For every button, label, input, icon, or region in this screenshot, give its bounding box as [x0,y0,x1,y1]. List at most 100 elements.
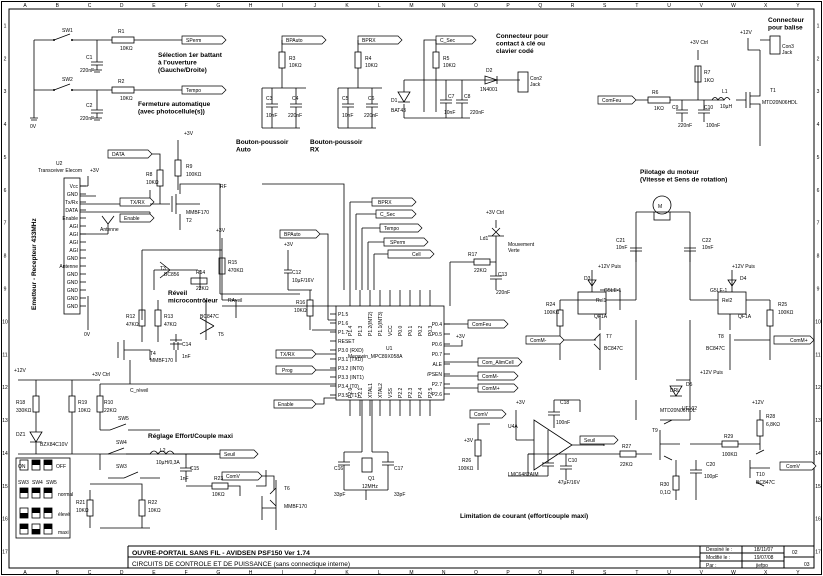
r24-value: 100KΩ [544,310,560,316]
u2-pin-label: Enable [62,216,78,222]
u2-pin-label: AGI [69,224,78,230]
u1-pin-label: P2.3 [408,387,414,398]
grid-col-bottom-O: O [474,570,478,576]
u1-pin-label: VSS [388,387,394,398]
net-txrx-mcu: TX/RX [280,352,295,358]
net-3v-ctrl-left: +3V Ctrl [92,372,110,378]
r4-value: 10KΩ [365,63,378,69]
grid-row-left-11: 11 [2,352,7,358]
net-tempo: Tempo [186,88,201,94]
t1-label: T1 [770,88,776,94]
net-antenne: Antenne [100,227,119,233]
grid-row-right-17: 17 [815,550,821,556]
r1-value: 10KΩ [120,46,133,52]
c2-value: 220nF [80,116,94,122]
u1-pin-label: ALE [433,362,443,368]
t10-value: BC847C [756,480,775,486]
grid-col-top-U: U [667,3,671,9]
net-12v-r28: +12V [752,400,764,406]
u2-body [63,177,81,315]
r30-value: 0,1Ω [660,490,671,496]
net-comm-minus: ComM- [530,338,547,344]
q1-value: 12MHz [362,484,378,490]
net-enable: Enable [124,216,140,222]
r16-value: 10KΩ [294,308,307,314]
r8-value: 10KΩ [146,180,159,186]
t5-label: T5 [218,332,224,338]
t8-label: T8 [718,334,724,340]
u1-pin-label: P0.6 [432,342,443,348]
drawn-date: 18/11/07 [754,547,773,553]
net-12v-puis-l: +12V Puis [598,264,621,270]
net-bpauto-mcu: BPAuto [284,232,301,238]
effort-block: +12V +3V Ctrl R18 330KΩ R19 10KΩ DZ1 BZX… [14,368,307,530]
u2-pin-label: GND [67,296,79,302]
current-limit-block: +3V +3V U4A LMC6482AIM C18 100nF R26 100… [458,399,652,486]
grid-col-top-S: S [603,3,607,9]
net-3v-r15: +3V [216,228,226,234]
u1-label: U1 [386,346,393,352]
grid-col-top-C: C [88,3,92,9]
dz1-value: BZX84C10V [40,442,68,448]
grid-col-bottom-J: J [314,570,317,576]
r15-value: 470KΩ [228,268,244,274]
net-seuil-right: Seuil [584,438,595,444]
l2-label: L2 [160,448,166,454]
grid-row-right-3: 3 [817,89,820,95]
r5-value: 10KΩ [443,63,456,69]
net-3v-u1: +3V [456,334,466,340]
grid-row-left-8: 8 [4,254,7,260]
net-enable-mcu: Enable [278,402,294,408]
net-comfeu-top: ComFeu [602,98,621,104]
grid-col-bottom-V: V [700,570,704,576]
grid-row-left-16: 16 [2,517,8,523]
grid-row-right-15: 15 [815,484,821,490]
r12-label: R12 [126,314,135,320]
d2-label: D2 [486,68,493,74]
u1-pin-label: P3.0 (RXD) [338,348,364,354]
u1-pin-label: VCC [388,325,394,336]
grid-row-left-10: 10 [2,319,8,325]
u2-pin-label: DATA [65,208,78,214]
u1-pin-label: P0.4 [432,322,443,328]
beacon-block: +3V Ctrl +12V R6 1KΩ R7 1KΩ C9 220nF C10… [597,30,798,146]
net-bprx: BPRX [362,38,376,44]
net-12v-left: +12V [14,368,26,374]
u1-pin-label: P2.1 [358,387,364,398]
rel2-value: G5LE-1 [710,288,727,294]
grid-col-top-J: J [314,3,317,9]
r1-label: R1 [118,29,125,35]
t8-value: BC847C [706,346,725,352]
t2-label: T2 [186,218,192,224]
grid-row-right-9: 9 [817,287,820,293]
r27-value: 22KΩ [620,462,633,468]
r4-label: R4 [365,56,372,62]
c19-value: 47µF/16V [558,480,580,486]
grid-row-right-10: 10 [815,319,821,325]
c14-label: C14 [182,342,191,348]
crystal-block: C16 33pF C17 33pF Q1 12MHz [334,400,405,500]
grid-row-left-15: 15 [2,484,8,490]
u1-pin-label: P2.0 [348,387,354,398]
net-cell: Cell [412,252,421,258]
grid-col-top-W: W [731,3,736,9]
by-value: jiefpo [755,563,768,569]
grid-col-bottom-M: M [409,570,413,576]
c9-label: C9 [672,105,679,111]
u4a-label: U4A [508,424,518,430]
u1-value: Megawin_MPC89X058A [348,354,403,360]
block-label-limitation: Limitation de courant (effort/couple max… [460,513,588,520]
r29-value: 100KΩ [722,452,738,458]
c12-value: 10µF/16V [292,278,314,284]
wake-block: T3 BC856 R14 22KΩ R15 470KΩ +3V R12 47KΩ… [100,228,300,394]
u2-pin-label: AGI [69,232,78,238]
r8-label: R8 [146,172,153,178]
r22-value: 10KΩ [148,508,161,514]
c16-value: 33pF [334,492,345,498]
